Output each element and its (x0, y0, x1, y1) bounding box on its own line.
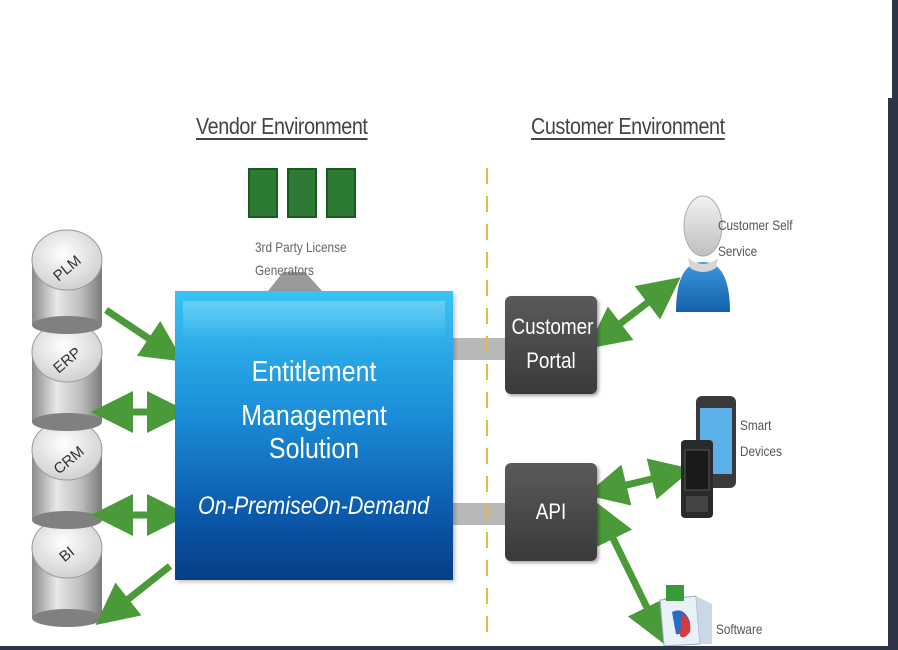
api-label: API (535, 499, 567, 524)
smart-devices-label-line1: Smart (740, 417, 772, 433)
entitlement-management-box (175, 291, 453, 580)
customer-portal-box: Customer Portal (505, 296, 597, 394)
smart-devices-icon (681, 396, 736, 518)
arrow-bi (95, 563, 173, 626)
generators-label-line2: Generators (255, 262, 314, 278)
arrow-api-devices (585, 458, 693, 506)
ems-title-line2: Management Solution (241, 400, 387, 465)
window-frame-bottom (0, 646, 898, 650)
ems-mode-on-premise: On-Premise (198, 492, 313, 520)
api-box: API (505, 463, 597, 561)
portal-connector (453, 338, 507, 360)
license-generator-box (326, 168, 356, 218)
window-frame-inner (888, 98, 892, 646)
customer-person-icon (676, 195, 730, 312)
smart-devices-label-line2: Devices (740, 443, 782, 459)
customer-environment-heading: Customer Environment (531, 113, 725, 139)
arrow-api-software (594, 501, 666, 645)
database-plm (31, 229, 103, 334)
software-label: Software (716, 621, 763, 637)
ems-title-line1: Entitlement (251, 356, 377, 388)
window-frame-right (892, 0, 898, 650)
generators-label-line1: 3rd Party License (255, 239, 347, 255)
self-service-label-line1: Customer Self (718, 217, 793, 233)
self-service-label-line2: Service (718, 243, 758, 259)
api-connector (453, 503, 507, 525)
customer-portal-line1: Customer (511, 314, 594, 339)
arrow-plm (104, 307, 184, 362)
database-erp (31, 321, 103, 431)
license-generator-box (287, 168, 317, 218)
license-generator-box (248, 168, 278, 218)
entitlement-management-highlight (183, 301, 445, 341)
database-crm (31, 419, 103, 529)
database-bi (31, 517, 103, 627)
vendor-environment-heading: Vendor Environment (196, 113, 368, 139)
software-box-icon (659, 585, 712, 647)
customer-portal-line2: Portal (526, 348, 576, 373)
generator-connector (268, 272, 322, 291)
ems-mode-on-demand: On-Demand (312, 492, 430, 520)
arrow-portal-self-service (587, 277, 681, 349)
